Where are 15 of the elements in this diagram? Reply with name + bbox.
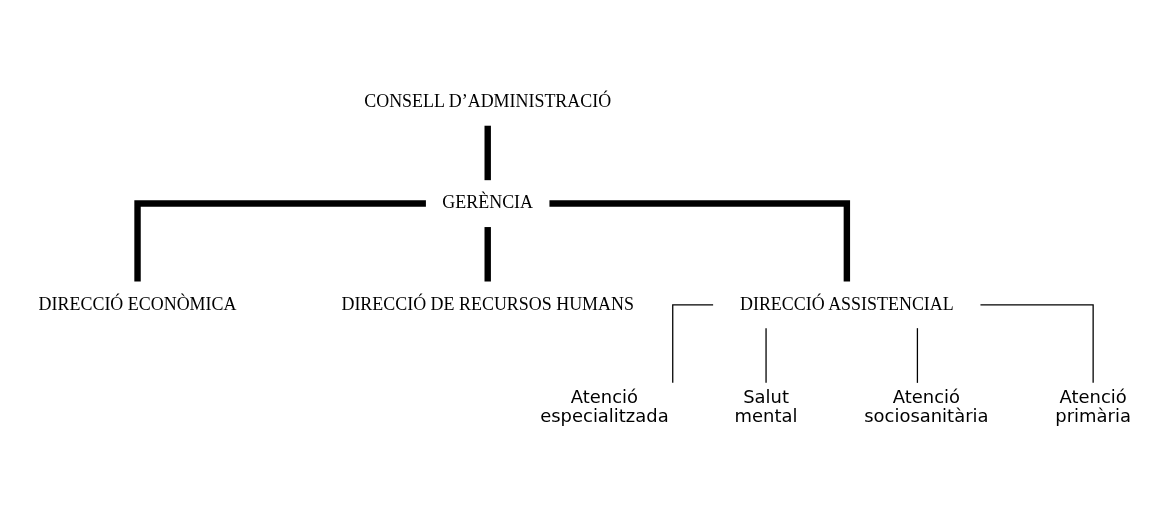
node-text: Atenció primària (1055, 385, 1131, 426)
connector (979, 303, 1094, 383)
connector (672, 303, 714, 383)
connector (765, 327, 767, 383)
node-text: CONSELL D’ADMINISTRACIÓ (364, 90, 612, 111)
node-text: Atenció especialitzada (540, 385, 669, 426)
connector (549, 199, 851, 281)
node-text: Atenció sociosanitària (864, 385, 989, 426)
node-text: DIRECCIÓ ASSISTENCIAL (739, 293, 954, 314)
node-text: Salut mental (734, 385, 798, 426)
connector (484, 125, 491, 180)
node-text: GERÈNCIA (442, 191, 534, 212)
connector (916, 327, 919, 383)
node-text: DIRECCIÓ ECONÒMICA (38, 293, 237, 314)
node-text: DIRECCIÓ DE RECURSOS HUMANS (341, 293, 634, 314)
